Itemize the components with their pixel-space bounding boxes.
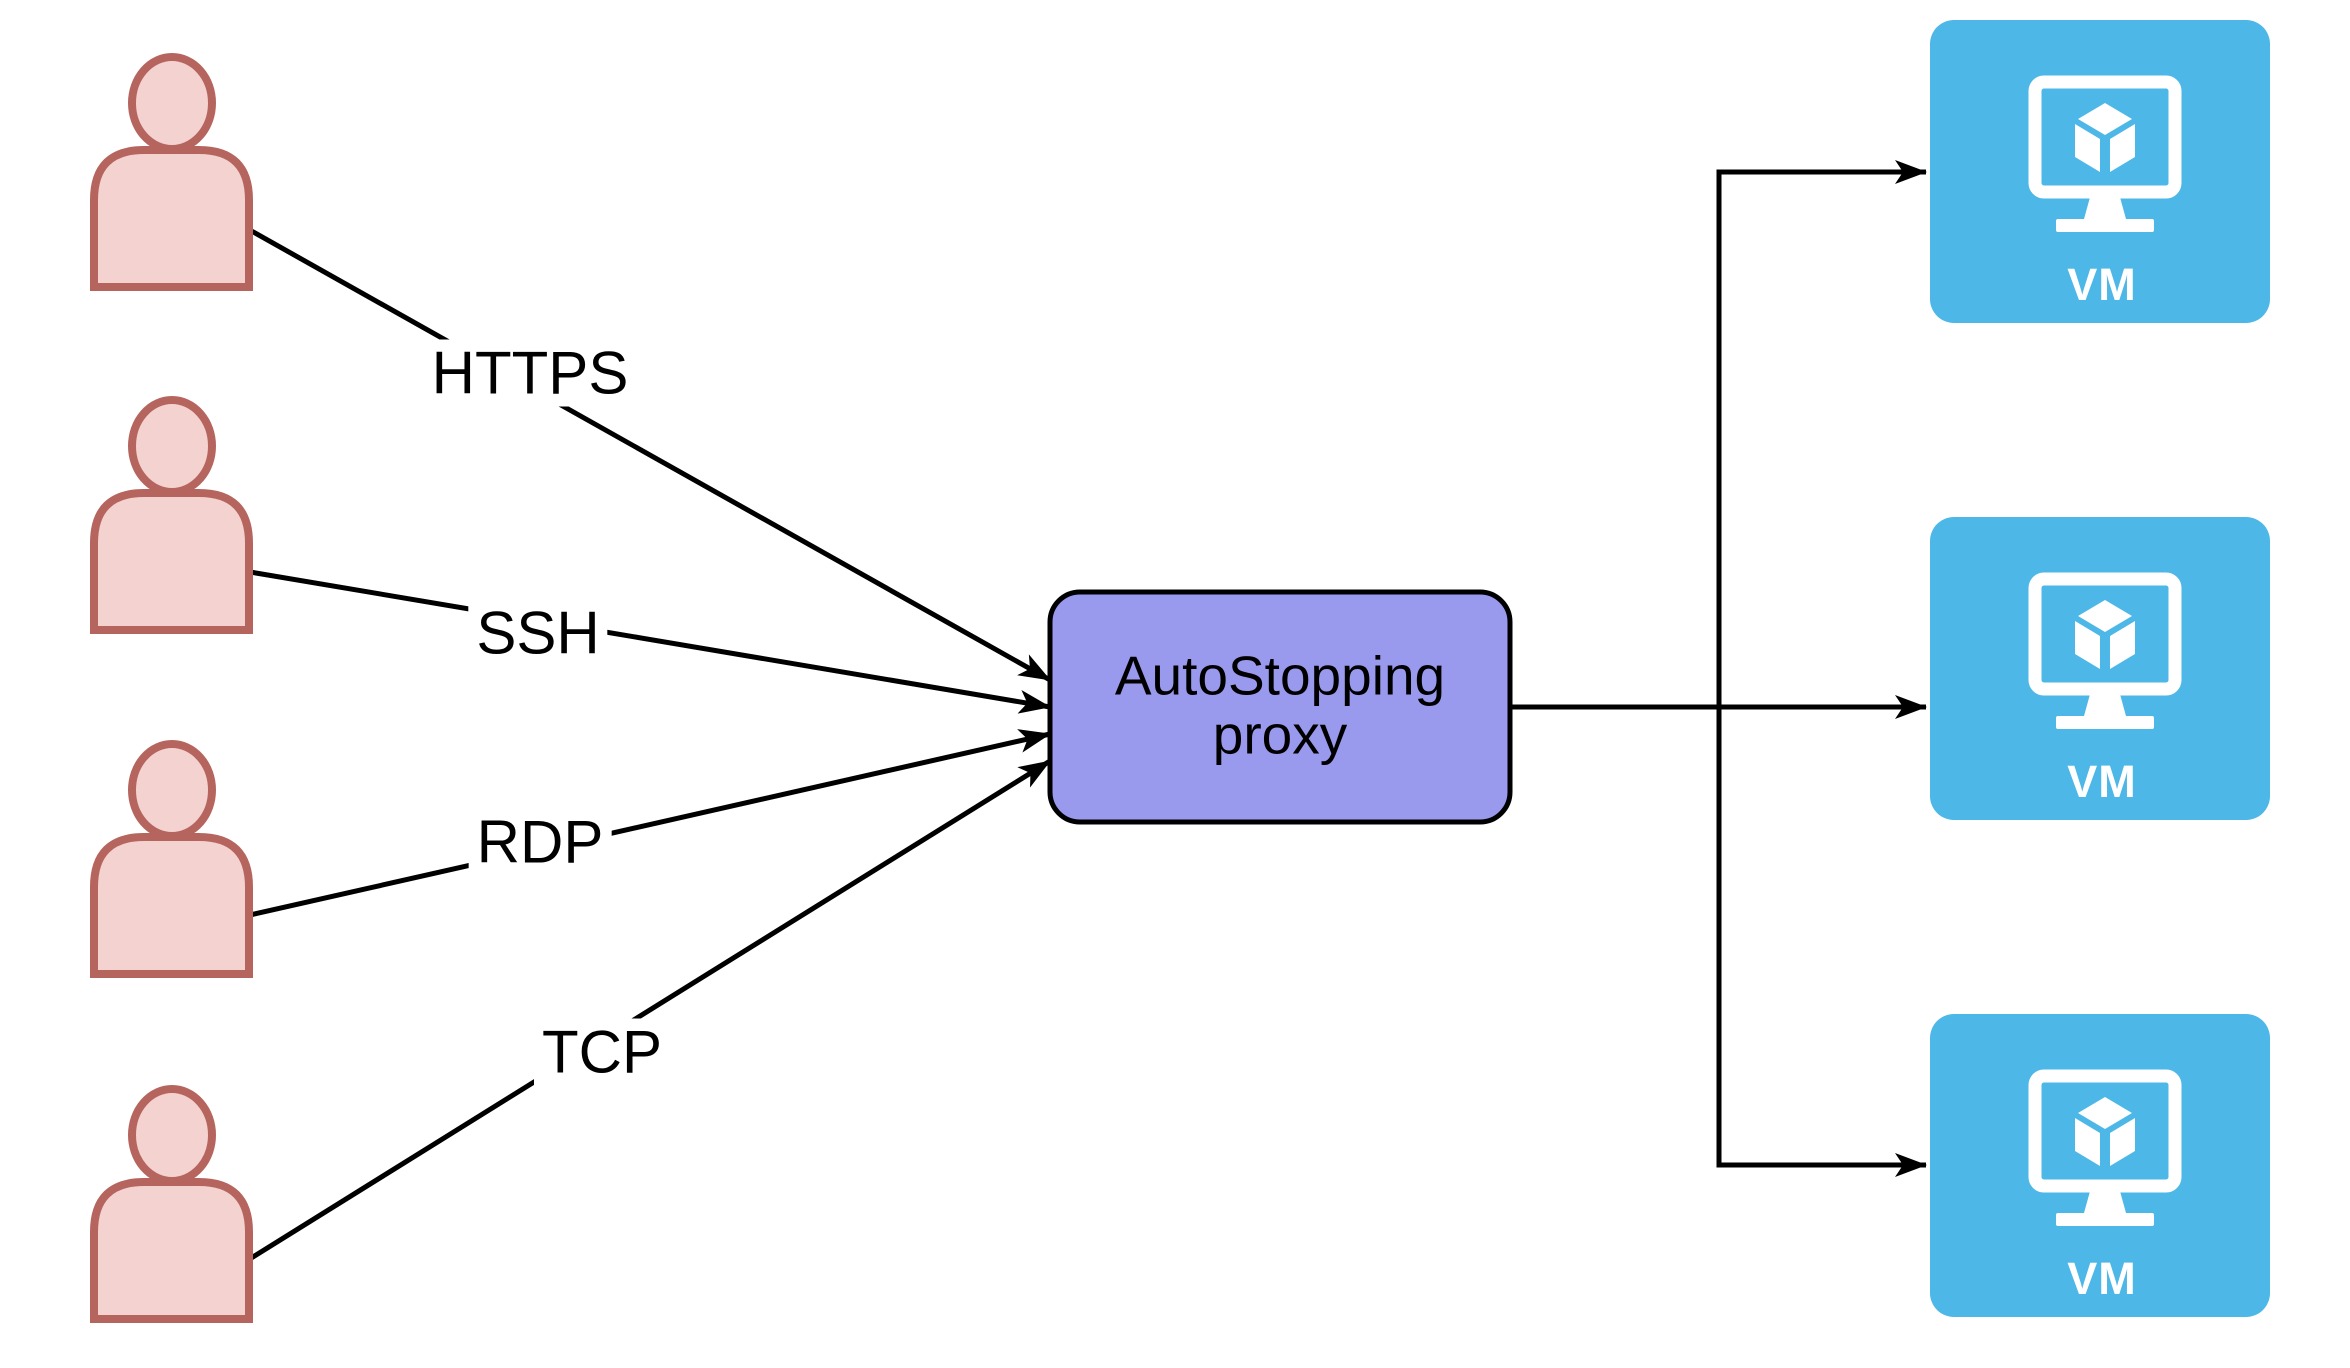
proxy-label-line2: proxy xyxy=(1212,704,1348,766)
connector-https xyxy=(246,226,1052,683)
user-3-person-icon xyxy=(94,744,249,974)
edge-label-tcp: TCP xyxy=(534,1018,670,1086)
edge-label-https: HTTPS xyxy=(423,339,637,407)
user-1-person-icon xyxy=(94,57,249,287)
vm-3-label: VM xyxy=(2067,1253,2137,1304)
user-4-person-icon xyxy=(94,1089,249,1319)
autostopping-proxy-label: AutoStopping proxy xyxy=(1114,644,1446,766)
proxy-label-line1: AutoStopping xyxy=(1114,644,1446,707)
connector-proxy-vm3 xyxy=(1716,707,1927,1177)
connector-tcp xyxy=(246,758,1052,1263)
user-2-person-icon xyxy=(94,400,249,630)
connector-ssh xyxy=(249,569,1051,714)
connector-proxy-vm1 xyxy=(1716,160,1927,707)
autostopping-proxy-node xyxy=(1047,589,1513,825)
edge-label-ssh: SSH xyxy=(468,599,608,667)
edge-label-rdp: RDP xyxy=(468,808,612,876)
vm-2-label: VM xyxy=(2067,756,2137,807)
vm-1-label: VM xyxy=(2067,259,2137,310)
connector-rdp xyxy=(249,729,1051,918)
